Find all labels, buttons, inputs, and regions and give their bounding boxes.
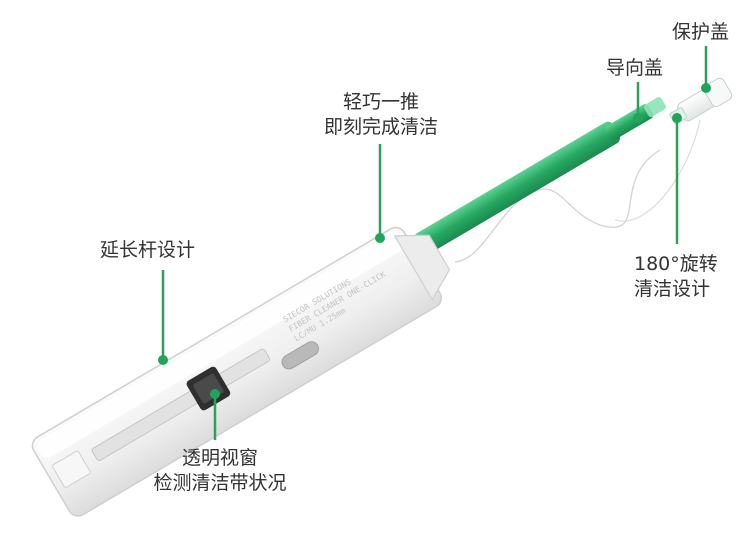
- label-rotation: 180°旋转 清洁设计: [634, 252, 718, 302]
- label-window-line-1: 透明视窗: [181, 447, 258, 469]
- label-window-line-2: 检测清洁带状况: [153, 472, 287, 494]
- label-rotation-line-1: 180°旋转: [634, 253, 718, 275]
- label-guide-cap: 导向盖: [606, 56, 663, 81]
- cleaner-body: [31, 226, 451, 517]
- tip-caps: [669, 77, 733, 125]
- label-extended-rod-text: 延长杆设计: [100, 239, 196, 261]
- lanyard-string-2: [614, 119, 701, 222]
- callout-pointers: [158, 46, 711, 440]
- label-one-push-line-2: 即刻完成清洁: [323, 116, 438, 138]
- label-guide-cap-text: 导向盖: [606, 57, 664, 79]
- lanyard-string: [454, 149, 661, 263]
- label-window: 透明视窗 检测清洁带状况: [145, 446, 295, 496]
- label-extended-rod: 延长杆设计: [100, 238, 195, 263]
- label-rotation-line-2: 清洁设计: [634, 278, 711, 300]
- label-one-push-line-1: 轻巧一推: [342, 91, 419, 113]
- label-protective-cap: 保护盖: [672, 20, 729, 45]
- green-extension-rod: [414, 96, 666, 255]
- label-one-push: 轻巧一推 即刻完成清洁: [320, 90, 442, 140]
- label-protective-cap-text: 保护盖: [672, 21, 730, 43]
